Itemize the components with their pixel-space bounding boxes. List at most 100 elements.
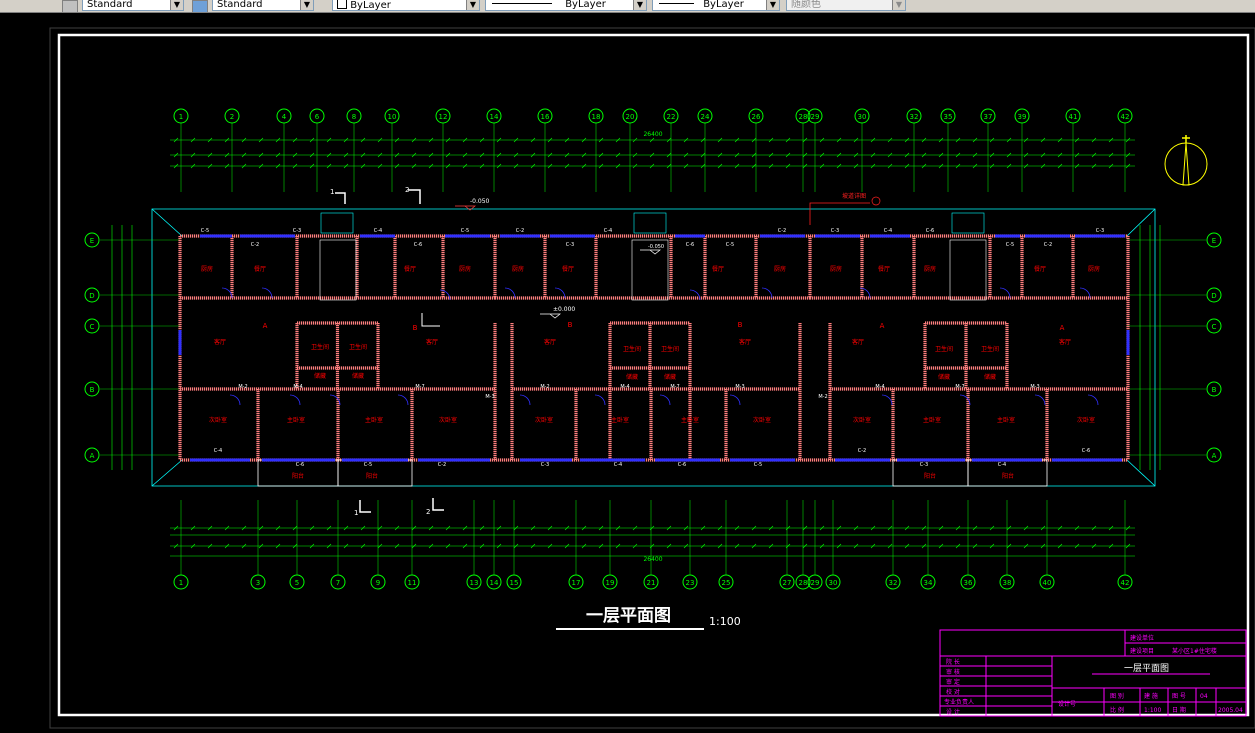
lineweight-select[interactable]: ByLayer ▼ bbox=[652, 0, 780, 11]
section-mark-1-top: 1 bbox=[330, 188, 346, 204]
room-label-living: 客厅 bbox=[1059, 338, 1071, 346]
lineweight-preview-icon bbox=[659, 3, 694, 4]
chevron-down-icon[interactable]: ▼ bbox=[633, 0, 646, 10]
dim-tick bbox=[547, 163, 553, 169]
dim-tick bbox=[666, 152, 672, 158]
dim-tick bbox=[649, 137, 655, 143]
viewport-frame bbox=[49, 27, 1255, 729]
axis-bubble bbox=[682, 574, 698, 590]
dim-tick bbox=[1023, 163, 1029, 169]
dim-tick bbox=[734, 152, 740, 158]
axis-label: 11 bbox=[408, 579, 417, 587]
dim-tick bbox=[870, 525, 876, 531]
axis-bubble bbox=[173, 108, 189, 124]
text-style-select[interactable]: Standard ▼ bbox=[82, 0, 184, 11]
axis-label: 12 bbox=[439, 113, 448, 121]
dim-tick bbox=[768, 543, 774, 549]
axis-label: 23 bbox=[686, 579, 695, 587]
dim-tick bbox=[394, 163, 400, 169]
door-tag: M-2 bbox=[818, 394, 827, 400]
color-value: ByLayer bbox=[350, 0, 391, 11]
room-label-bath: 卫生间 bbox=[623, 345, 641, 353]
dim-style-select[interactable]: Standard ▼ bbox=[212, 0, 314, 11]
dim-tick bbox=[683, 152, 689, 158]
axis-bubble bbox=[1039, 574, 1055, 590]
room-label-kitchen: 厨房 bbox=[1088, 265, 1100, 273]
dim-tick bbox=[632, 525, 638, 531]
dim-tick bbox=[547, 152, 553, 158]
room-label-bath: 卫生间 bbox=[349, 343, 367, 351]
tb-cell: 日 期 bbox=[1172, 706, 1186, 714]
dim-tick bbox=[411, 525, 417, 531]
dim-tick bbox=[581, 543, 587, 549]
dim-tick bbox=[921, 152, 927, 158]
dim-tick bbox=[1108, 137, 1114, 143]
chevron-down-icon[interactable]: ▼ bbox=[300, 0, 313, 10]
dim-tick bbox=[462, 137, 468, 143]
axis-label: 39 bbox=[1018, 113, 1027, 121]
dim-tick bbox=[513, 137, 519, 143]
chevron-down-icon[interactable]: ▼ bbox=[170, 0, 183, 10]
axis-bubble bbox=[718, 574, 734, 590]
tb-drawing-name: 一层平面图 bbox=[1124, 663, 1169, 674]
dim-tick bbox=[513, 525, 519, 531]
layer-color-select[interactable]: ByLayer ▼ bbox=[332, 0, 480, 11]
dim-tick bbox=[190, 163, 196, 169]
dim-tick bbox=[955, 152, 961, 158]
axis-bubble bbox=[435, 108, 451, 124]
dim-tick bbox=[836, 137, 842, 143]
tb-cell: 建 施 bbox=[1144, 692, 1158, 700]
dim-tick bbox=[904, 137, 910, 143]
room-label-dining: 餐厅 bbox=[1034, 265, 1046, 273]
dim-tick bbox=[360, 543, 366, 549]
tb-row-label: 院 长 bbox=[946, 658, 960, 666]
linetype-select[interactable]: ByLayer ▼ bbox=[485, 0, 647, 11]
door-tag: M-3 bbox=[1030, 384, 1039, 390]
axis-bubble bbox=[588, 108, 604, 124]
dim-tick bbox=[802, 525, 808, 531]
dim-style-icon[interactable] bbox=[192, 0, 208, 13]
dim-tick bbox=[207, 525, 213, 531]
axis-label: 28 bbox=[799, 579, 808, 587]
axis-bubble bbox=[486, 108, 502, 124]
dim-tick bbox=[275, 163, 281, 169]
axis-bubble bbox=[84, 287, 100, 303]
axis-bubble bbox=[602, 574, 618, 590]
dim-tick bbox=[700, 152, 706, 158]
dim-tick bbox=[700, 525, 706, 531]
window-tag: C-3 bbox=[831, 228, 839, 234]
room-label-kitchen: 厨房 bbox=[512, 265, 524, 273]
chevron-down-icon: ▼ bbox=[892, 0, 905, 10]
dim-tick bbox=[377, 163, 383, 169]
dim-tick bbox=[887, 525, 893, 531]
elevation-text: -0.050 bbox=[648, 244, 664, 250]
door-swing bbox=[504, 287, 516, 299]
axis-label: 29 bbox=[811, 579, 820, 587]
window-tag: C-4 bbox=[614, 462, 622, 468]
axis-label: 37 bbox=[984, 113, 993, 121]
dim-tick bbox=[938, 525, 944, 531]
chevron-down-icon[interactable]: ▼ bbox=[766, 0, 779, 10]
dim-tick bbox=[530, 525, 536, 531]
dim-tick bbox=[853, 525, 859, 531]
dim-tick bbox=[768, 163, 774, 169]
axis-label: 7 bbox=[336, 579, 340, 587]
axis-label: 3 bbox=[256, 579, 260, 587]
text-style-icon[interactable] bbox=[62, 0, 78, 13]
dim-tick bbox=[887, 152, 893, 158]
dim-tick bbox=[870, 137, 876, 143]
dim-tick bbox=[360, 525, 366, 531]
axis-label: 6 bbox=[315, 113, 320, 121]
dim-tick bbox=[462, 525, 468, 531]
text-style-value: Standard bbox=[87, 0, 133, 10]
axis-label: 34 bbox=[924, 579, 933, 587]
dim-tick bbox=[581, 152, 587, 158]
axis-bubble bbox=[1065, 108, 1081, 124]
door-tag: M-7 bbox=[955, 384, 964, 390]
dim-tick bbox=[768, 525, 774, 531]
axis-bubble bbox=[84, 447, 100, 463]
dim-tick bbox=[343, 152, 349, 158]
chevron-down-icon[interactable]: ▼ bbox=[466, 0, 479, 10]
